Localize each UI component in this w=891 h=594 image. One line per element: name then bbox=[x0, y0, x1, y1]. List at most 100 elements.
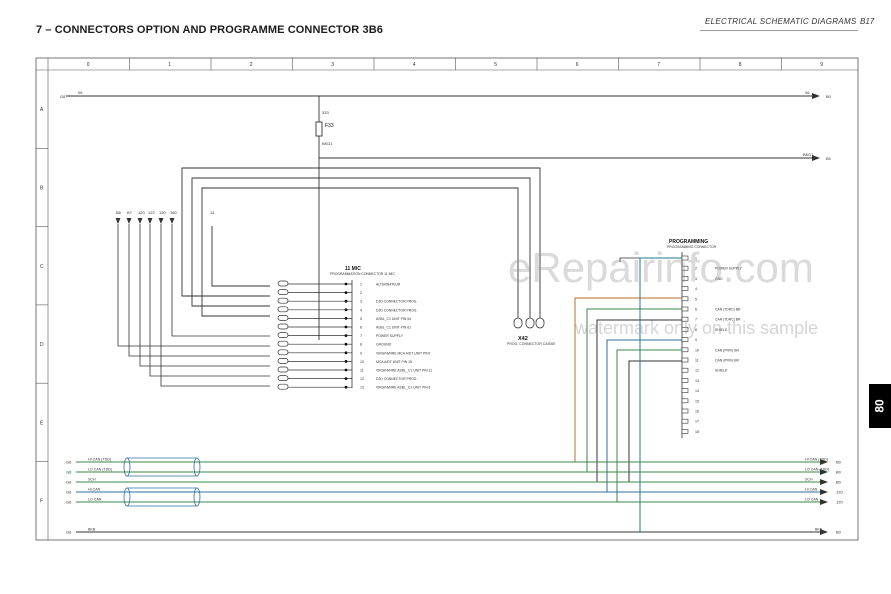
grid-col-label: 4 bbox=[413, 62, 416, 68]
mic-pin-dot bbox=[344, 299, 348, 303]
mic-pin-label: GROUND bbox=[376, 343, 392, 347]
prog-pin-label: SHIELD bbox=[715, 369, 728, 373]
grid-row-label: C bbox=[40, 264, 44, 270]
prog-pin-label: CAN (PRIV) BR bbox=[715, 359, 739, 363]
mic-pin-number: 9 bbox=[360, 351, 362, 355]
prog-pin-number: 18 bbox=[695, 430, 699, 434]
left-wire bbox=[171, 224, 270, 337]
grid-row-label: B bbox=[40, 185, 44, 191]
prog-pin-socket bbox=[681, 276, 689, 281]
fuse-wire-top-label: 333 bbox=[322, 110, 329, 115]
mic-pin-dot bbox=[344, 317, 348, 320]
power-line-b-right-ref: B0 bbox=[826, 156, 832, 161]
mic-pin-number: 1 bbox=[360, 283, 362, 287]
mic-pin-label: D2D CONNECTOR PROG. bbox=[376, 308, 417, 312]
bus-left-ref: G6 bbox=[66, 460, 72, 465]
grid-col-label: 9 bbox=[820, 62, 823, 68]
bus-left-ref: G6 bbox=[66, 480, 72, 485]
bus-left-ref: G6 bbox=[66, 490, 72, 495]
bus-label: HI CAN bbox=[88, 488, 101, 492]
prog-pin-number: 8 bbox=[695, 328, 697, 332]
mic-pin-dot bbox=[344, 368, 348, 372]
mic-pin-label: VIRGINWIRE ASBL_C1 UNIT PIN 11 bbox=[376, 369, 432, 373]
bus-line-arrow bbox=[820, 479, 828, 485]
prog-pin-number: 2 bbox=[695, 267, 697, 271]
x42-subtitle: PROG. CONNECTOR CAISSE bbox=[507, 342, 556, 346]
x42-connector bbox=[513, 317, 545, 329]
bus-line-arrow bbox=[820, 489, 828, 495]
prog-pin-number: 17 bbox=[695, 420, 699, 424]
x42-name: X42 bbox=[518, 336, 528, 342]
mic-pin-dot bbox=[344, 308, 348, 312]
grid-col-label: 5 bbox=[494, 62, 497, 68]
prog-pin-socket bbox=[681, 398, 689, 404]
bus-right-label: LO CAN bbox=[805, 498, 819, 502]
mic-pin-dot bbox=[344, 325, 348, 329]
diagram-frame bbox=[35, 57, 859, 541]
grid-row-label: F bbox=[40, 499, 43, 505]
mic-pin-dot bbox=[344, 291, 348, 294]
wire-loop-outer bbox=[181, 167, 541, 318]
page-tab[interactable]: 80 bbox=[869, 384, 891, 428]
mic-pin-number: 10 bbox=[360, 360, 364, 364]
mic-pin-dot bbox=[344, 342, 348, 346]
bus-line-arrow bbox=[820, 459, 828, 465]
bus-right-ref: B0 bbox=[836, 480, 842, 485]
top-ref-label: B6 bbox=[116, 210, 122, 215]
grid-row-label: E bbox=[40, 420, 44, 426]
bus-label: HI CAN (TDD) bbox=[88, 458, 111, 462]
mic-pin-plug bbox=[277, 280, 289, 287]
top-ref-arrow bbox=[169, 218, 175, 224]
mic-pin-number: 8 bbox=[360, 343, 362, 347]
twisted-pair-tdd bbox=[123, 457, 201, 477]
prog-wire-shield-a bbox=[596, 319, 682, 482]
left-wire bbox=[160, 224, 270, 387]
power-line-a-right-label: 06 bbox=[805, 90, 810, 95]
prog-power-wire bbox=[619, 257, 682, 262]
prog-pin-number: 11 bbox=[695, 359, 699, 363]
mic-pin-number: 7 bbox=[360, 334, 362, 338]
left-wire bbox=[139, 224, 270, 367]
prog-wire-hi-can bbox=[606, 339, 682, 492]
top-ref-arrow bbox=[115, 218, 121, 224]
top-ref-arrow bbox=[126, 218, 132, 224]
top-ref-label: 122 bbox=[148, 210, 155, 215]
prog-pin-socket bbox=[681, 388, 689, 393]
programming-subtitle: PROGRAMMING CONNECTOR bbox=[667, 245, 717, 249]
mic-pin-dot bbox=[344, 282, 348, 286]
bus-left-ref: G6 bbox=[66, 500, 72, 505]
prog-pin-socket bbox=[681, 367, 689, 373]
power-line-a-left-ref: G8 bbox=[60, 94, 66, 99]
bus-right-label: BKB bbox=[815, 528, 823, 532]
prog-pin-number: 15 bbox=[695, 399, 699, 403]
bus-label: LO CAN bbox=[88, 498, 102, 502]
grid-col-label: 3 bbox=[331, 62, 334, 68]
wire-ref-14 bbox=[211, 226, 270, 287]
bus-line-arrow bbox=[820, 469, 828, 475]
bus-right-label: SCH bbox=[805, 478, 813, 482]
bus-right-ref: 120 bbox=[836, 490, 843, 495]
prog-pin-socket bbox=[681, 337, 689, 342]
prog-pin-number: 16 bbox=[695, 410, 699, 414]
prog-pin-number: 13 bbox=[695, 379, 699, 383]
mic-pin-label: VIRGINWIRE MCA A/DT UNIT PIN7 bbox=[376, 351, 431, 355]
bus-right-ref: B0 bbox=[836, 470, 842, 475]
mic-pin-label: ASBL_C1 UNIT PIN 61 bbox=[376, 326, 411, 330]
top-ref-arrow bbox=[137, 218, 143, 224]
bus-left-ref: G6 bbox=[66, 470, 72, 475]
mic-pin-plug bbox=[277, 340, 289, 347]
prog-wire-lo-can-tdd bbox=[586, 308, 682, 472]
prog-pin-socket bbox=[681, 306, 689, 312]
prog-pin-socket bbox=[681, 255, 689, 261]
wire-loop-inner bbox=[201, 187, 519, 318]
mic-pin-label: VIRGINWIRE ASBL_C1 UNIT PIN 8 bbox=[376, 386, 431, 390]
prog-pin-number: 10 bbox=[695, 348, 699, 352]
mic-pin-dot bbox=[344, 377, 348, 380]
mic-pin-label: ALTERNATEUR bbox=[376, 283, 401, 287]
prog-pin-socket bbox=[681, 357, 689, 363]
prog-pin-label: SHIELD bbox=[715, 328, 728, 332]
mic-pin-label: POWER SUPPLY bbox=[376, 334, 404, 338]
mic-pin-plug bbox=[277, 289, 289, 295]
mic-pin-number: 13 bbox=[360, 386, 364, 390]
bus-right-label: HI CAN bbox=[805, 488, 818, 492]
